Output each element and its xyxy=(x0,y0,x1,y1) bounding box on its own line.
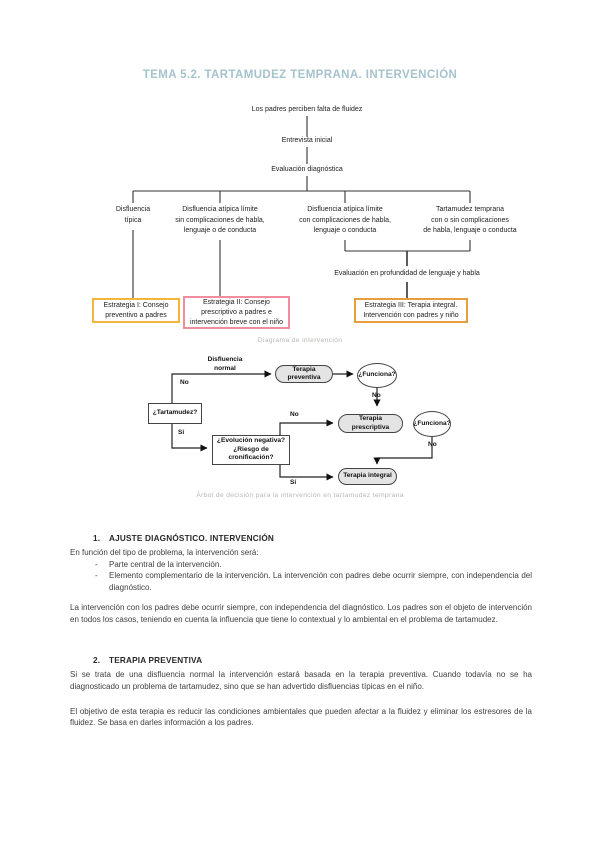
decision-tree-caption: Árbol de decisión para la intervención e… xyxy=(196,492,404,499)
list-item: - Elemento complementario de la interven… xyxy=(70,570,532,593)
section-1-heading: 1. AJUSTE DIAGNÓSTICO. INTERVENCIÓN xyxy=(70,534,532,543)
tree-label-no-top: No xyxy=(180,379,189,386)
intervention-flowchart: Los padres perciben falta de fluidez Ent… xyxy=(70,100,532,350)
decision-tree: Disfluencia normal No Sí No No No Sí ¿Ta… xyxy=(140,355,470,505)
section-2: 2. TERAPIA PREVENTIVA Si se trata de una… xyxy=(70,656,532,729)
flow-branch-atypical-comp: Disfluencia atípica límite con complicac… xyxy=(299,206,391,234)
page-title: TEMA 5.2. TARTAMUDEZ TEMPRANA. INTERVENC… xyxy=(142,69,458,81)
bullet-text: Parte central de la intervención. xyxy=(109,559,222,569)
body-text: 1. AJUSTE DIAGNÓSTICO. INTERVENCIÓN En f… xyxy=(70,534,532,729)
section-1-title: AJUSTE DIAGNÓSTICO. INTERVENCIÓN xyxy=(109,534,275,543)
section-2-title: TERAPIA PREVENTIVA xyxy=(109,656,203,666)
flow-branch-atypical-no-comp: Disfluencia atípica límite sin complicac… xyxy=(175,206,265,234)
tree-connector-lines xyxy=(171,370,433,481)
section-2-paragraph-1: Si se trata de una disfluencia normal la… xyxy=(70,670,532,691)
tree-label-normal-disfluency: Disfluencia normal xyxy=(207,356,243,372)
section-2-number: 2. xyxy=(93,656,101,666)
tree-node-works1: ¿Funciona? xyxy=(357,363,397,388)
strategy-2-box: Estrategia II: Consejo prescriptivo a pa… xyxy=(183,296,290,329)
tree-label-yes-evolution: Sí xyxy=(290,479,297,486)
flow-node-root: Los padres perciben falta de fluidez xyxy=(251,106,363,113)
tree-node-stuttering-question: ¿Tartamudez? xyxy=(148,403,202,424)
section-2-paragraph-2: El objetivo de esta terapia es reducir l… xyxy=(70,706,532,728)
tree-node-works2: ¿Funciona? xyxy=(413,411,451,437)
strategy-1-box: Estrategia I: Consejo preventivo a padre… xyxy=(92,298,180,323)
tree-label-no-works1: No xyxy=(372,392,381,399)
flowchart-connector-lines xyxy=(132,116,471,298)
tree-node-prescriptive-therapy: Terapia prescriptiva xyxy=(338,414,403,433)
flow-branch-typical: Disfluencia típica xyxy=(115,206,151,224)
section-1-number: 1. xyxy=(93,534,101,543)
flow-node-evaluation: Evaluación diagnóstica xyxy=(271,166,343,173)
tree-label-no-evolution: No xyxy=(290,411,299,418)
section-2-heading: 2. TERAPIA PREVENTIVA xyxy=(70,656,532,665)
flow-branch-early-stuttering: Tartamudez temprana con o sin complicaci… xyxy=(423,206,517,234)
bullet-dash: - xyxy=(95,559,98,569)
list-item: - Parte central de la intervención. xyxy=(70,559,532,571)
bullet-dash: - xyxy=(95,571,98,581)
tree-node-preventive-therapy: Terapia preventiva xyxy=(275,365,333,383)
tree-node-integral-therapy: Terapia integral xyxy=(338,468,397,485)
strategy-3-box: Estrategia III: Terapia integral. Interv… xyxy=(354,298,468,323)
flow-node-deep-evaluation: Evaluación en profundidad de lenguaje y … xyxy=(334,270,480,277)
section-1-intro: En función del tipo de problema, la inte… xyxy=(70,548,259,557)
tree-label-yes-left: Sí xyxy=(178,429,185,436)
flow-node-interview: Entrevista inicial xyxy=(281,137,333,144)
tree-node-negative-evolution: ¿Evolución negativa? ¿Riesgo de cronific… xyxy=(212,435,290,465)
section-1-paragraph: La intervención con los padres debe ocur… xyxy=(70,602,532,624)
tree-label-no-works2: No xyxy=(428,441,437,448)
bullet-text: Elemento complementario de la intervenci… xyxy=(109,571,532,593)
flowchart-caption: Diagrama de intervención xyxy=(257,337,343,344)
